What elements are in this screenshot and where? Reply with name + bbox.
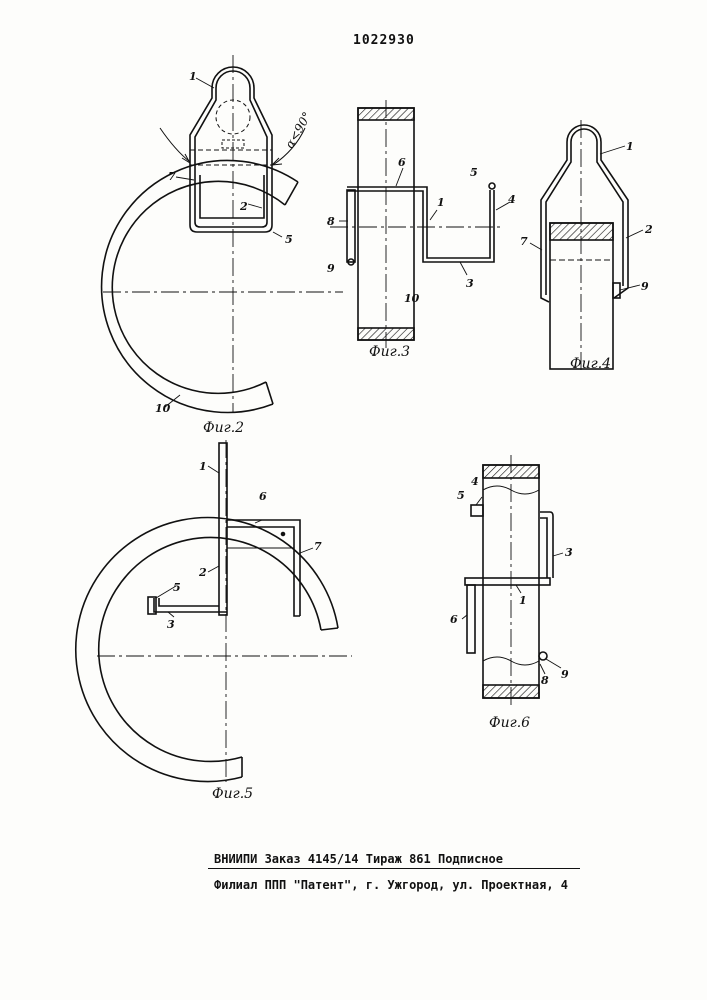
fig3-bolt-5 [489, 183, 495, 189]
fig6-label-4: 4 [471, 475, 479, 488]
fig3-label-8: 8 [327, 215, 335, 228]
fig5-part-7-plate [227, 527, 294, 548]
fig4-label-1: 1 [626, 140, 634, 153]
fig4-label-9: 9 [641, 280, 649, 293]
fig3-part-6-inner [347, 190, 494, 262]
fig5-label-6: 6 [259, 490, 267, 503]
fig6-label-5: 5 [457, 489, 465, 502]
figure-3: 6 1 5 4 3 8 9 10 [327, 100, 516, 348]
fig3-label-4: 4 [508, 193, 516, 206]
fig5-label-1: 1 [199, 460, 207, 473]
fig3-part-8 [347, 190, 355, 262]
figure-2: 1 2 5 7 10 α<90° [102, 55, 343, 415]
fig5-ring-start [321, 628, 338, 630]
fig4-hatch-top [550, 223, 613, 240]
fig2-angle-arc [160, 128, 190, 162]
fig4-label-2: 2 [644, 223, 653, 236]
fig2-ring-inner [112, 181, 285, 393]
fig4-wheel [550, 223, 613, 369]
fig6-label-1: 1 [519, 594, 527, 607]
fig3-label-1: 1 [437, 196, 445, 209]
fig2-angle-label: α<90° [282, 110, 314, 151]
fig4-label-7: 7 [520, 235, 528, 248]
fig3-label-6: 6 [398, 156, 406, 169]
footer-divider [208, 868, 580, 869]
fig6-part-1 [465, 578, 550, 585]
fig6-bolt-5 [471, 505, 483, 516]
fig5-label-2: 2 [198, 566, 207, 579]
fig6-bolt-9 [539, 652, 547, 660]
fig3-caption: Фиг.3 [369, 344, 410, 360]
fig5-pin [282, 533, 285, 536]
fig5-ring-outer [76, 518, 338, 782]
footer-address-line: Филиал ППП "Патент", г. Ужгород, ул. Про… [214, 878, 568, 892]
fig2-label-10: 10 [155, 402, 171, 415]
fig5-label-3: 3 [167, 618, 175, 631]
fig6-label-3: 3 [565, 546, 573, 559]
fig3-label-10: 10 [404, 292, 420, 305]
fig6-label-9: 9 [561, 668, 569, 681]
fig2-ring-start [285, 182, 298, 205]
figure-4: 1 2 7 9 [520, 120, 653, 370]
fig2-bracket-inner [195, 71, 267, 227]
fig2-label-1: 1 [189, 70, 197, 83]
fig2-label-7: 7 [168, 170, 176, 183]
fig4-bracket-outer-left [541, 142, 567, 302]
fig3-label-3: 3 [466, 277, 474, 290]
fig5-part-3-inner [159, 598, 219, 606]
fig6-label-6: 6 [450, 613, 458, 626]
fig2-label-2: 2 [239, 200, 248, 213]
fig6-part-3-inner [540, 518, 547, 578]
fig6-part-6 [467, 585, 475, 653]
fig6-label-8: 8 [541, 674, 549, 687]
fig5-caption: Фиг.5 [212, 786, 253, 802]
fig5-part-3 [154, 598, 227, 612]
fig4-bracket-inner [571, 129, 623, 286]
fig5-part-6 [227, 520, 300, 616]
fig3-label-5: 5 [470, 166, 478, 179]
fig4-caption: Фиг.4 [570, 356, 611, 372]
fig2-label-5: 5 [285, 233, 293, 246]
figure-5: 1 2 6 7 5 3 [76, 440, 352, 782]
fig3-part-6 [347, 187, 490, 258]
footer-imprint-line: ВНИИПИ Заказ 4145/14 Тираж 861 Подписное [214, 852, 503, 866]
fig2-ring-end [266, 382, 273, 404]
figure-6: 4 5 3 1 6 9 8 [450, 455, 573, 708]
fig5-label-5: 5 [173, 581, 181, 594]
fig2-caption: Фиг.2 [203, 420, 244, 436]
fig5-label-7: 7 [314, 540, 322, 553]
fig6-caption: Фиг.6 [489, 715, 530, 731]
fig3-label-9: 9 [327, 262, 335, 275]
